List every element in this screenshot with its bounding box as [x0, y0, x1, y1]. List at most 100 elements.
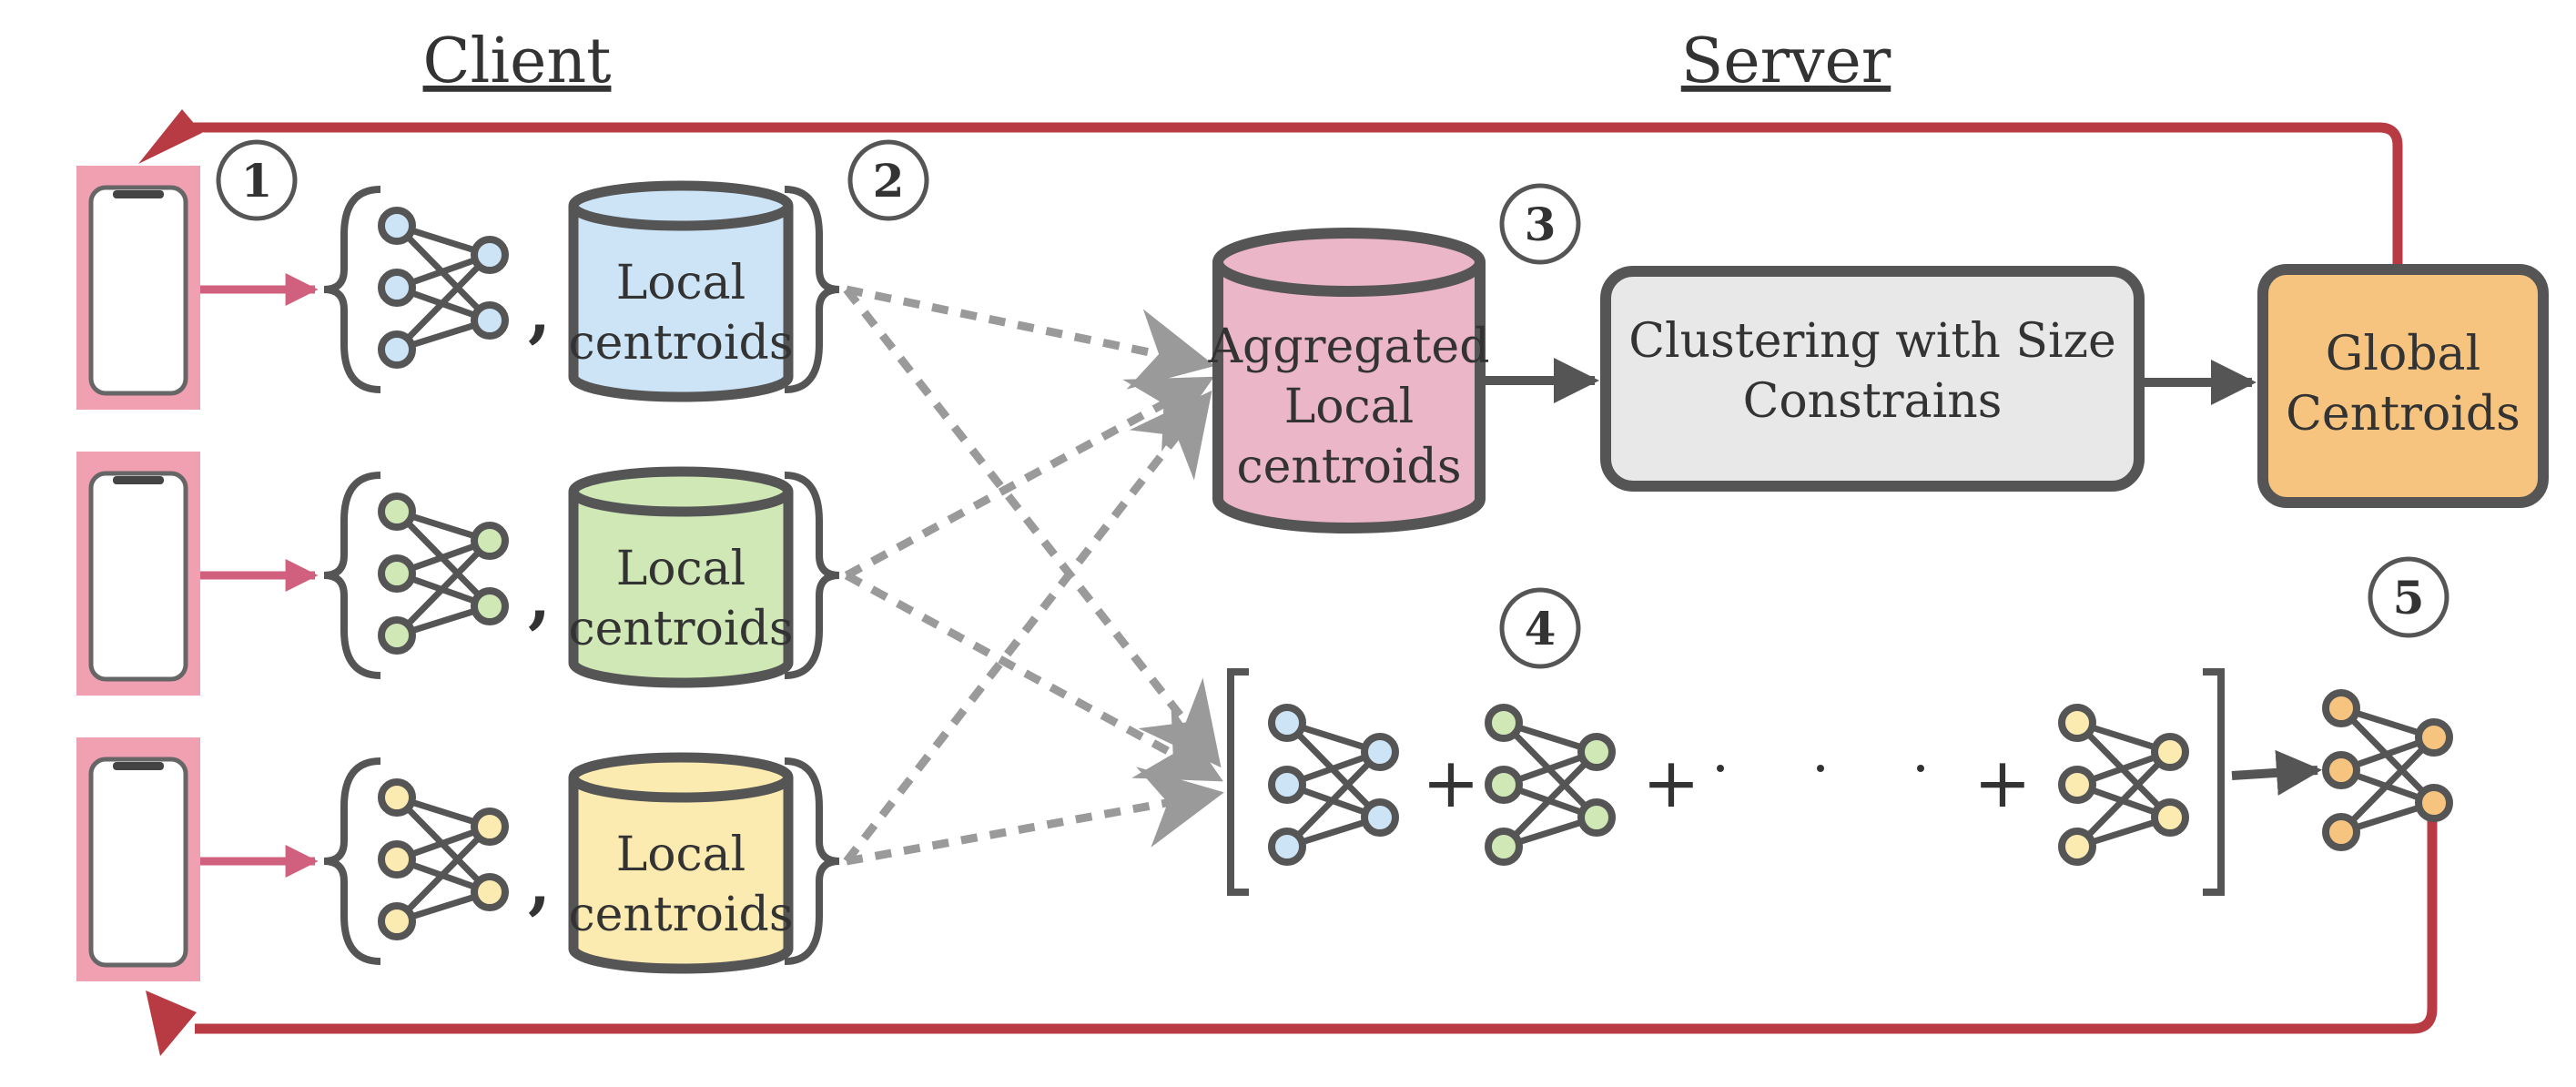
nn-node [1485, 704, 1523, 742]
nn-node [378, 554, 416, 593]
nn-node [1361, 733, 1399, 771]
step-2: 2 [847, 139, 929, 221]
db-label-line1: Local [616, 256, 746, 310]
local-centroids-db: Local centroids [568, 180, 794, 402]
nn-node [1485, 766, 1523, 804]
nn-node [378, 840, 416, 879]
nn-node [1577, 798, 1616, 837]
client-1: , Local centroids [76, 166, 840, 410]
phone-icon [76, 166, 200, 410]
nn-node [2322, 751, 2360, 789]
nn-node [1268, 828, 1306, 866]
top-feedback-line [182, 122, 2403, 264]
top-feedback-arrowhead [138, 109, 202, 164]
sum-model-icon-2 [1485, 704, 1616, 866]
nn-node [2322, 813, 2360, 851]
comma: , [528, 559, 551, 636]
aggregated-label-line1: Aggregated [1207, 320, 1489, 374]
client-title: Client [423, 25, 612, 97]
nn-node [1485, 828, 1523, 866]
client-model-icon [378, 493, 509, 655]
nn-node [471, 236, 509, 274]
nn-node [2058, 704, 2096, 742]
db-label-line1: Local [616, 828, 746, 882]
nn-node [471, 873, 509, 911]
client-model-icon [378, 778, 509, 940]
aggregated-label-line2: Local [1284, 380, 1415, 434]
clustering-box: Clustering with Size Constrains [1600, 266, 2145, 492]
dashed-arrow-to-sum [843, 287, 1222, 768]
nn-node [378, 616, 416, 655]
brace-left [323, 757, 381, 965]
bottom-feedback-line [195, 819, 2438, 1034]
ellipsis-dot-2 [1817, 765, 1824, 772]
ellipsis-dot-1 [1717, 765, 1724, 772]
nn-node [471, 301, 509, 340]
svg-text:3: 3 [1525, 198, 1557, 251]
nn-node [2058, 828, 2096, 866]
svg-text:4: 4 [1525, 602, 1557, 655]
plus-sign-1: + [1422, 742, 1480, 823]
clients-group: ,Localcentroids,Localcentroids,Localcent… [76, 166, 840, 981]
brace-left [323, 472, 381, 679]
db-label-line1: Local [616, 542, 746, 596]
step-3: 3 [1499, 183, 1581, 265]
dashed-arrow-to-aggregated [846, 285, 1215, 390]
brace-right [784, 472, 840, 679]
nn-node [1361, 798, 1399, 837]
aggregated-centroids-db: Aggregated Local centroids [1207, 228, 1490, 533]
local-centroids-db: Local centroids [568, 752, 794, 974]
nn-node [471, 522, 509, 560]
dashed-arrow-to-aggregated [844, 376, 1214, 579]
global-centroids-box: Global Centroids [2257, 264, 2549, 508]
aggregated-model-icon [2322, 689, 2453, 851]
nn-node [2151, 733, 2189, 771]
comma: , [528, 273, 551, 350]
sum-bracket-left [1227, 668, 1249, 896]
nn-node [378, 330, 416, 369]
dashed-arrow-to-aggregated [843, 390, 1212, 864]
nn-node [2058, 766, 2096, 804]
nn-node [471, 587, 509, 625]
brace-left [323, 186, 381, 393]
nn-node [378, 269, 416, 307]
dashed-arrow-to-sum [846, 767, 1224, 866]
sum-model-icon-1 [1268, 704, 1399, 866]
step-1: 1 [216, 139, 298, 221]
step-4: 4 [1499, 587, 1581, 669]
comma: , [528, 845, 551, 922]
client-model-icon [378, 207, 509, 369]
step-5: 5 [2368, 556, 2449, 638]
nn-node [378, 493, 416, 531]
phone-icon [76, 737, 200, 981]
db-label-line2: centroids [568, 888, 793, 942]
phone-icon [76, 452, 200, 696]
sum-bracket-right [2203, 668, 2225, 896]
svg-text:5: 5 [2393, 571, 2425, 625]
nn-node [378, 207, 416, 245]
nn-node [1268, 704, 1306, 742]
global-label-line1: Global [2326, 327, 2480, 381]
bottom-feedback-arrowhead [146, 990, 197, 1056]
nn-node [378, 778, 416, 817]
dashed-arrow-to-sum [844, 572, 1223, 782]
nn-node [2415, 718, 2453, 757]
plus-sign-2: + [1642, 742, 1700, 823]
result-model [2322, 689, 2453, 851]
db-label-line2: centroids [568, 316, 793, 371]
nn-node [1268, 766, 1306, 804]
clustering-label-line2: Constrains [1743, 374, 2003, 429]
sum-model-icon-3 [2058, 704, 2189, 866]
nn-node [471, 808, 509, 846]
svg-text:1: 1 [241, 154, 273, 208]
server-title: Server [1681, 25, 1891, 97]
nn-node [2151, 798, 2189, 837]
nn-node [378, 902, 416, 940]
brace-right [784, 186, 840, 393]
svg-text:2: 2 [873, 154, 905, 208]
plus-sign-3: + [1973, 742, 2032, 823]
dashed-arrows [843, 285, 1224, 866]
